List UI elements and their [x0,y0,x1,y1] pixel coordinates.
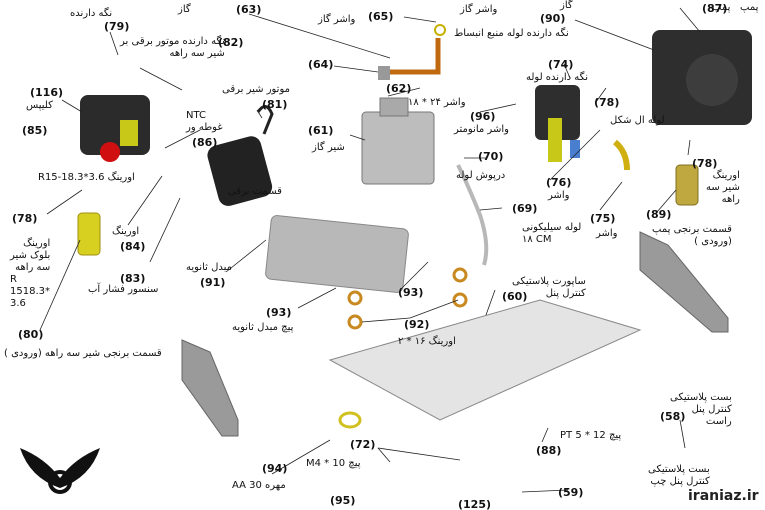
manometer-valve [535,85,580,162]
part-label-63: گاز [178,4,191,15]
part-label-84: اورینگ [112,226,140,237]
secondary-exchanger [265,215,409,293]
gas-valve-block [361,97,435,185]
part-label-60: ساپورت پلاستیکی کنترل پنل [512,276,586,299]
part-label-69: لوله سیلیکونی ۱۸ CM [522,222,582,245]
part-label-96: واشر مانومتر [454,124,509,135]
l-pipe [612,139,630,171]
part-number-83: (83) [120,272,146,285]
extra-label-washer_top: واشر گاز [460,4,498,15]
part-label-78c: اورینگ شیر سه راهه [706,170,740,205]
part-number-61: (61) [308,124,334,137]
part-number-96: (96) [470,110,496,123]
part-label-65: واشر گاز [318,14,356,25]
part-label-61: شیر گاز [312,142,345,153]
part-number-93b: (93) [398,286,424,299]
part-label-91: مبدل ثانویه [186,262,232,273]
part-label-81: موتور شیر برقی [222,84,290,95]
extra-label-pump_top: پمپ [712,2,731,13]
part-label-116: کلیپس [26,100,53,111]
part-number-70: (70) [478,150,504,163]
part-number-64: (64) [308,58,334,71]
part-number-75: (75) [590,212,616,225]
part-number-78a: (78) [12,212,38,225]
brass-fitting-right [675,164,699,206]
part-label-72: پیچ M4 * 10 [306,458,361,469]
part-number-81: (81) [262,98,288,111]
part-number-79: (79) [104,20,130,33]
part-number-63: (63) [236,3,262,16]
part-label-94: مهره AA 30 [232,480,286,491]
leader-lines [39,7,701,493]
part-label-87: پمپ [740,2,759,13]
brass-rings [338,267,468,429]
bracket-right [639,231,729,333]
part-number-69: (69) [512,202,538,215]
extra-label-lole_el: لوله ال شکل [610,115,665,126]
part-label-80: قسمت برنجی شیر سه راهه (ورودی ) [4,348,162,359]
part-number-93a: (93) [266,306,292,319]
logo-emblem [20,448,100,494]
part-label-88: پیچ PT 5 * 12 [560,430,622,441]
chassis-plate [328,299,642,421]
part-number-76: (76) [546,176,572,189]
extra-label-oring_r15: اورینگ R15-18.3*3.6 [38,172,135,183]
part-label-89: قسمت برنجی پمپ (ورودی ) [652,224,732,247]
part-label-78a: اورینگ بلوک شیر سه راهه R 1518.3* 3.6 [10,238,51,309]
extra-label-top_right_frag: گاز [560,0,573,11]
part-label-83: سنسور فشار آب [88,284,159,295]
gas-pipe [378,24,446,80]
part-label-75: واشر [596,228,618,239]
part-number-80: (80) [18,328,44,341]
part-number-59: (59) [558,486,584,499]
part-number-88: (88) [536,444,562,457]
part-label-74: نگه دارنده لوله [526,72,588,83]
brass-fitting-left [77,212,101,256]
part-number-92: (92) [404,318,430,331]
part-number-89: (89) [646,208,672,221]
part-number-91: (91) [200,276,226,289]
part-label-79: نگه دارنده [70,8,113,19]
part-number-82: (82) [218,36,244,49]
part-label-82: نگه دارنده موتور برقی بر شیر سه راهه [120,36,225,59]
part-label-58: بست پلاستیکی کنترل پنل راست [670,392,732,427]
electric-valve-motor [207,105,274,206]
part-number-84: (84) [120,240,146,253]
three-way-valve-body [80,95,150,162]
part-number-58: (58) [660,410,686,423]
part-label-93a: پیچ مبدل ثانویه [232,322,294,333]
part-number-86: (86) [192,136,218,149]
part-label-92: اورینگ ۱۶ * ۲ [398,336,456,347]
part-number-78c: (78) [692,157,718,170]
part-number-125: (125) [458,498,492,510]
part-number-95: (95) [330,494,356,507]
part-label-86: NTC غوطه ور [186,110,223,133]
part-number-85: (85) [22,124,48,137]
silicone-tube [456,164,489,266]
pump-unit [652,30,752,125]
part-number-74: (74) [548,58,574,71]
part-number-78b: (78) [594,96,620,109]
part-number-87: (87) [702,2,728,15]
part-label-76: واشر [548,190,570,201]
bracket-left [181,339,239,437]
part-label-90: نگه دارنده لوله منبع انبساط [454,28,569,39]
part-number-116: (116) [30,86,64,99]
extra-label-ghesmat_barghi: قسمت برقی [228,186,282,197]
watermark: iraniaz.ir [688,488,759,504]
part-label-62: واشر ۲۴ * ۱۸ [408,97,466,108]
part-number-62: (62) [386,82,412,95]
part-number-60: (60) [502,290,528,303]
part-number-72: (72) [350,438,376,451]
part-number-94: (94) [262,462,288,475]
part-label-70: درپوش لوله [456,170,506,181]
part-number-90: (90) [540,12,566,25]
part-label-59: بست پلاستیکی کنترل پنل چپ [648,464,710,487]
part-number-65: (65) [368,10,394,23]
